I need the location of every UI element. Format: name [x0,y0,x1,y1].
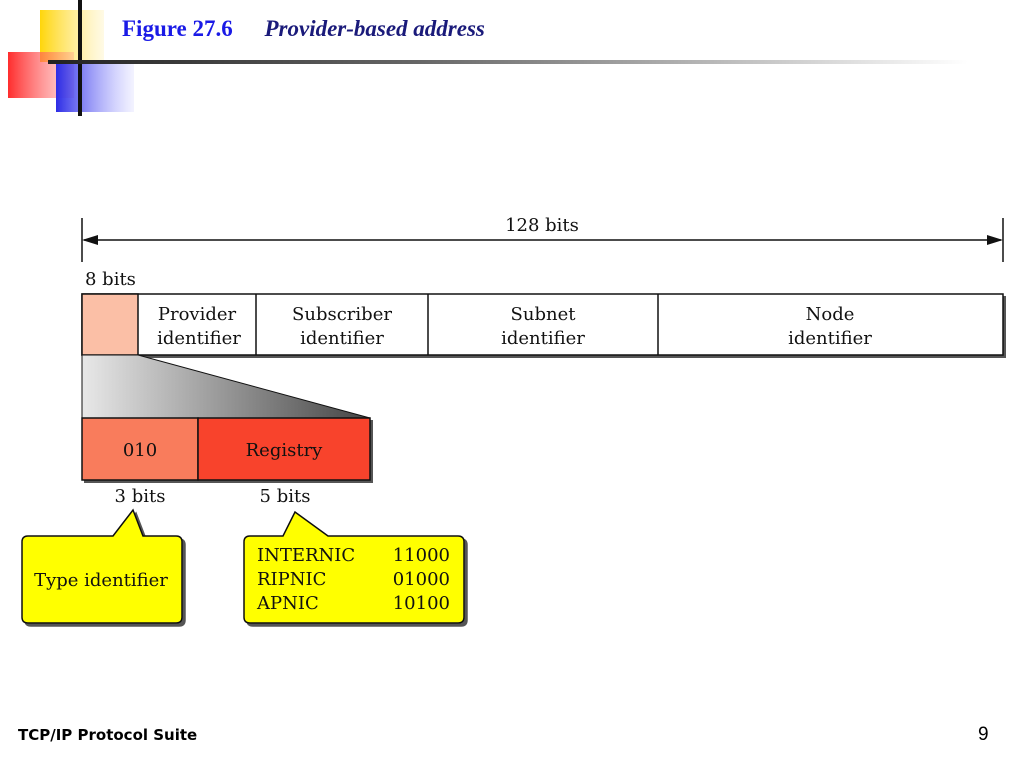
type-callout-text: Type identifier [34,570,168,591]
registry-code: 11000 [393,545,450,566]
field-label-line1: Subnet [511,304,577,325]
registry-name: APNIC [256,593,319,614]
field-provider-identifier: Provider identifier [157,304,241,349]
field-label-line2: identifier [157,328,241,349]
field-label-line2: identifier [501,328,585,349]
type-field-label: 010 [123,440,157,461]
field-subscriber-identifier: Subscriber identifier [292,304,392,349]
figure-title: Provider-based address [264,16,485,41]
slide-title: Figure 27.6 Provider-based address [122,16,485,42]
field-label-line1: Node [806,304,855,325]
type-field [81,417,199,481]
registry-callout [243,510,465,624]
title-underline [48,60,968,64]
figure-number: Figure 27.6 [122,16,233,41]
field-label-line1: Subscriber [292,304,392,325]
registry-field [197,417,371,481]
field-node-identifier: Node identifier [788,304,872,349]
field-label-line2: identifier [788,328,872,349]
field-label-line1: Provider [158,304,237,325]
expanded-prefix [81,417,373,483]
prefix-field [81,293,139,356]
registry-field-bits: 5 bits [260,486,311,507]
registry-field-label: Registry [246,440,324,461]
page-number: 9 [978,724,989,745]
expansion-wedge [81,354,371,419]
first-field-length-label: 8 bits [85,269,136,290]
total-length-dimension [81,218,1004,262]
footer-text: TCP/IP Protocol Suite [18,726,198,744]
field-label-line2: identifier [300,328,384,349]
registry-code: 01000 [393,569,450,590]
registry-code: 10100 [393,593,450,614]
total-length-label: 128 bits [505,215,579,236]
registry-name: RIPNIC [257,569,326,590]
registry-list: INTERNIC 11000 RIPNIC 01000 APNIC 10100 [256,545,450,614]
type-callout [21,508,183,624]
registry-name: INTERNIC [257,545,355,566]
address-row [81,293,1006,358]
type-field-bits: 3 bits [115,486,166,507]
field-subnet-identifier: Subnet identifier [501,304,585,349]
